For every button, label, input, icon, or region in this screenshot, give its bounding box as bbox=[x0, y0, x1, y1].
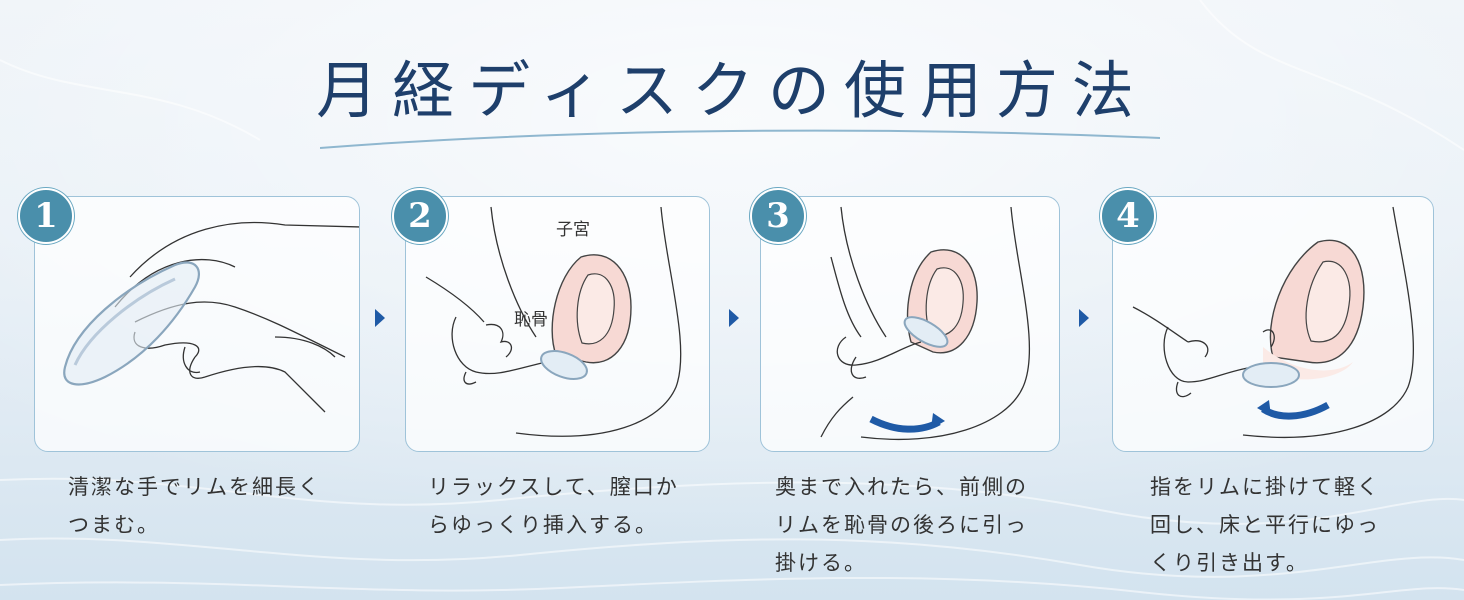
step-2-badge: 2 bbox=[392, 188, 448, 244]
step-3-panel bbox=[760, 196, 1060, 452]
description-line: くり引き出す。 bbox=[1150, 551, 1309, 575]
step-1-panel bbox=[34, 196, 360, 452]
next-arrow-icon bbox=[729, 309, 739, 327]
step-3-badge: 3 bbox=[750, 188, 806, 244]
next-arrow-icon bbox=[1079, 309, 1089, 327]
title-underline bbox=[320, 129, 1160, 149]
step-1-description: 清潔な手でリムを細長く つまむ。 bbox=[68, 468, 368, 544]
description-line: リムを恥骨の後ろに引っ bbox=[775, 513, 1028, 537]
description-line: 奥まで入れたら、前側の bbox=[775, 475, 1028, 499]
insertion-diagram-illustration bbox=[425, 206, 682, 437]
page-title: 月経ディスクの使用方法 bbox=[316, 54, 1148, 127]
description-line: リラックスして、膣口か bbox=[428, 475, 679, 499]
pubic-bone-label: 恥骨 bbox=[514, 310, 548, 330]
step-1-badge: 1 bbox=[18, 188, 74, 244]
uterus-label: 子宮 bbox=[556, 220, 590, 240]
description-line: 指をリムに掛けて軽く bbox=[1150, 475, 1380, 499]
step-2-description: リラックスして、膣口か らゆっくり挿入する。 bbox=[428, 468, 728, 544]
step-3-description: 奥まで入れたら、前側の リムを恥骨の後ろに引っ 掛ける。 bbox=[775, 468, 1075, 582]
removal-diagram-illustration bbox=[1132, 206, 1414, 438]
next-arrow-icon bbox=[375, 309, 385, 327]
hand-pinching-disc-illustration bbox=[63, 221, 359, 413]
description-line: つまむ。 bbox=[68, 513, 160, 537]
description-line: 掛ける。 bbox=[775, 551, 867, 575]
description-line: 回し、床と平行にゆっ bbox=[1150, 513, 1380, 537]
step-4-description: 指をリムに掛けて軽く 回し、床と平行にゆっ くり引き出す。 bbox=[1150, 468, 1450, 582]
step-2-panel: 子宮 恥骨 bbox=[405, 196, 710, 452]
description-line: 清潔な手でリムを細長く bbox=[68, 475, 321, 499]
step-4-badge: 4 bbox=[1100, 188, 1156, 244]
step-4-panel bbox=[1112, 196, 1434, 452]
description-line: らゆっくり挿入する。 bbox=[428, 513, 658, 537]
hooking-rim-diagram-illustration bbox=[820, 206, 1031, 441]
